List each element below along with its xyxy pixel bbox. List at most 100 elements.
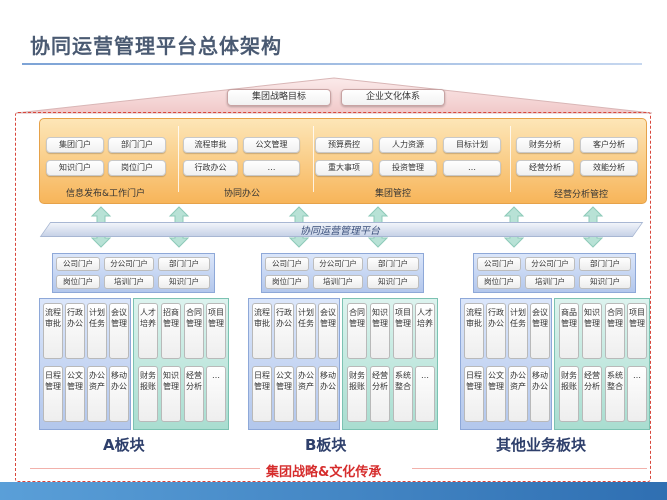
major-matters-button[interactable]: 重大事项 (315, 160, 373, 176)
business-cell[interactable]: 知识管理 (582, 303, 602, 359)
office-cell[interactable]: 公文管理 (486, 366, 506, 422)
dept-portal-button[interactable]: 部门门户 (108, 137, 166, 153)
customer-analysis-button[interactable]: 客户分析 (580, 137, 638, 153)
office-cell[interactable]: 移动办公 (318, 366, 338, 422)
business-cell[interactable]: 经营分析 (184, 366, 204, 422)
business-cell[interactable]: 项目管理 (393, 303, 413, 359)
office-cell[interactable]: 办公资产 (296, 366, 316, 422)
business-cell[interactable]: 财务报账 (347, 366, 367, 422)
business-cell[interactable]: 人才培养 (415, 303, 435, 359)
business-cell[interactable]: 财务报账 (138, 366, 158, 422)
footer-divider (412, 468, 647, 469)
band-separator (178, 126, 179, 192)
band-separator (313, 126, 314, 192)
more-control-button[interactable]: … (443, 160, 501, 176)
office-cell[interactable]: 流程审批 (252, 303, 272, 359)
business-cell[interactable]: 合同管理 (184, 303, 204, 359)
portal-cell[interactable]: 部门门户 (579, 257, 631, 271)
efficiency-analysis-button[interactable]: 效能分析 (580, 160, 638, 176)
bottom-bar (0, 482, 667, 500)
office-cell[interactable]: 计划任务 (87, 303, 107, 359)
office-cell[interactable]: 行政办公 (486, 303, 506, 359)
budget-control-button[interactable]: 预算费控 (315, 137, 373, 153)
title-rule (22, 63, 642, 65)
outer-frame (15, 112, 651, 482)
operation-analysis-button[interactable]: 经营分析 (516, 160, 574, 176)
admin-office-button[interactable]: 行政办公 (183, 160, 238, 176)
business-cell[interactable]: 商品管理 (559, 303, 579, 359)
portal-cell[interactable]: 分公司门户 (525, 257, 575, 271)
portal-cell[interactable]: 公司门户 (56, 257, 100, 271)
block-other-label: 其他业务板块 (496, 436, 587, 454)
office-cell[interactable]: 行政办公 (65, 303, 85, 359)
business-cell[interactable]: 财务报账 (559, 366, 579, 422)
business-cell[interactable]: 招商管理 (161, 303, 181, 359)
business-cell[interactable]: 项目管理 (206, 303, 226, 359)
financial-analysis-button[interactable]: 财务分析 (516, 137, 574, 153)
portal-cell[interactable]: 分公司门户 (313, 257, 363, 271)
group-label-collab-office: 协同办公 (224, 189, 261, 199)
portal-cell[interactable]: 分公司门户 (104, 257, 154, 271)
office-cell[interactable]: 会议管理 (109, 303, 129, 359)
business-cell[interactable]: 项目管理 (627, 303, 647, 359)
office-cell[interactable]: 流程审批 (43, 303, 63, 359)
business-cell[interactable]: 知识管理 (161, 366, 181, 422)
portal-cell[interactable]: 公司门户 (477, 257, 521, 271)
strategy-goal-pill: 集团战略目标 (227, 89, 331, 106)
business-cell[interactable]: … (206, 366, 226, 422)
portal-cell[interactable]: 部门门户 (367, 257, 419, 271)
portal-cell[interactable]: 培训门户 (104, 275, 154, 289)
group-label-operation-analysis: 经营分析管控 (554, 190, 609, 200)
footer-divider (30, 468, 260, 469)
human-resources-button[interactable]: 人力资源 (379, 137, 437, 153)
workflow-approval-button[interactable]: 流程审批 (183, 137, 238, 153)
office-cell[interactable]: 日程管理 (464, 366, 484, 422)
more-office-button[interactable]: … (243, 160, 300, 176)
business-cell[interactable]: 经营分析 (582, 366, 602, 422)
office-cell[interactable]: 行政办公 (274, 303, 294, 359)
portal-cell[interactable]: 知识门户 (367, 275, 419, 289)
target-plan-button[interactable]: 目标计划 (443, 137, 501, 153)
roof-shape (15, 77, 653, 114)
office-cell[interactable]: 日程管理 (252, 366, 272, 422)
business-cell[interactable]: 知识管理 (370, 303, 390, 359)
group-portal-button[interactable]: 集团门户 (46, 137, 104, 153)
business-cell[interactable]: 系统整合 (393, 366, 413, 422)
portal-cell[interactable]: 培训门户 (525, 275, 575, 289)
office-cell[interactable]: 会议管理 (318, 303, 338, 359)
group-label-group-control: 集团管控 (375, 189, 412, 199)
investment-management-button[interactable]: 投资管理 (379, 160, 437, 176)
knowledge-portal-button[interactable]: 知识门户 (46, 160, 104, 176)
office-cell[interactable]: 公文管理 (65, 366, 85, 422)
office-cell[interactable]: 公文管理 (274, 366, 294, 422)
business-cell[interactable]: 人才培养 (138, 303, 158, 359)
office-cell[interactable]: 移动办公 (109, 366, 129, 422)
office-cell[interactable]: 日程管理 (43, 366, 63, 422)
block-b-label: B板块 (305, 436, 347, 454)
business-cell[interactable]: 合同管理 (347, 303, 367, 359)
business-cell[interactable]: 经营分析 (370, 366, 390, 422)
portal-cell[interactable]: 培训门户 (313, 275, 363, 289)
document-management-button[interactable]: 公文管理 (243, 137, 300, 153)
portal-cell[interactable]: 岗位门户 (477, 275, 521, 289)
portal-cell[interactable]: 知识门户 (579, 275, 631, 289)
office-cell[interactable]: 会议管理 (530, 303, 550, 359)
business-cell[interactable]: 系统整合 (605, 366, 625, 422)
office-cell[interactable]: 移动办公 (530, 366, 550, 422)
post-portal-button[interactable]: 岗位门户 (108, 160, 166, 176)
portal-cell[interactable]: 知识门户 (158, 275, 210, 289)
office-cell[interactable]: 计划任务 (508, 303, 528, 359)
business-cell[interactable]: … (627, 366, 647, 422)
business-cell[interactable]: … (415, 366, 435, 422)
business-cell[interactable]: 合同管理 (605, 303, 625, 359)
office-cell[interactable]: 计划任务 (296, 303, 316, 359)
office-cell[interactable]: 办公资产 (508, 366, 528, 422)
group-label-info-portal: 信息发布&工作门户 (66, 189, 146, 199)
portal-cell[interactable]: 岗位门户 (56, 275, 100, 289)
office-cell[interactable]: 流程审批 (464, 303, 484, 359)
portal-cell[interactable]: 公司门户 (265, 257, 309, 271)
office-cell[interactable]: 办公资产 (87, 366, 107, 422)
footer-slogan: 集团战略&文化传承 (266, 465, 382, 480)
portal-cell[interactable]: 岗位门户 (265, 275, 309, 289)
portal-cell[interactable]: 部门门户 (158, 257, 210, 271)
